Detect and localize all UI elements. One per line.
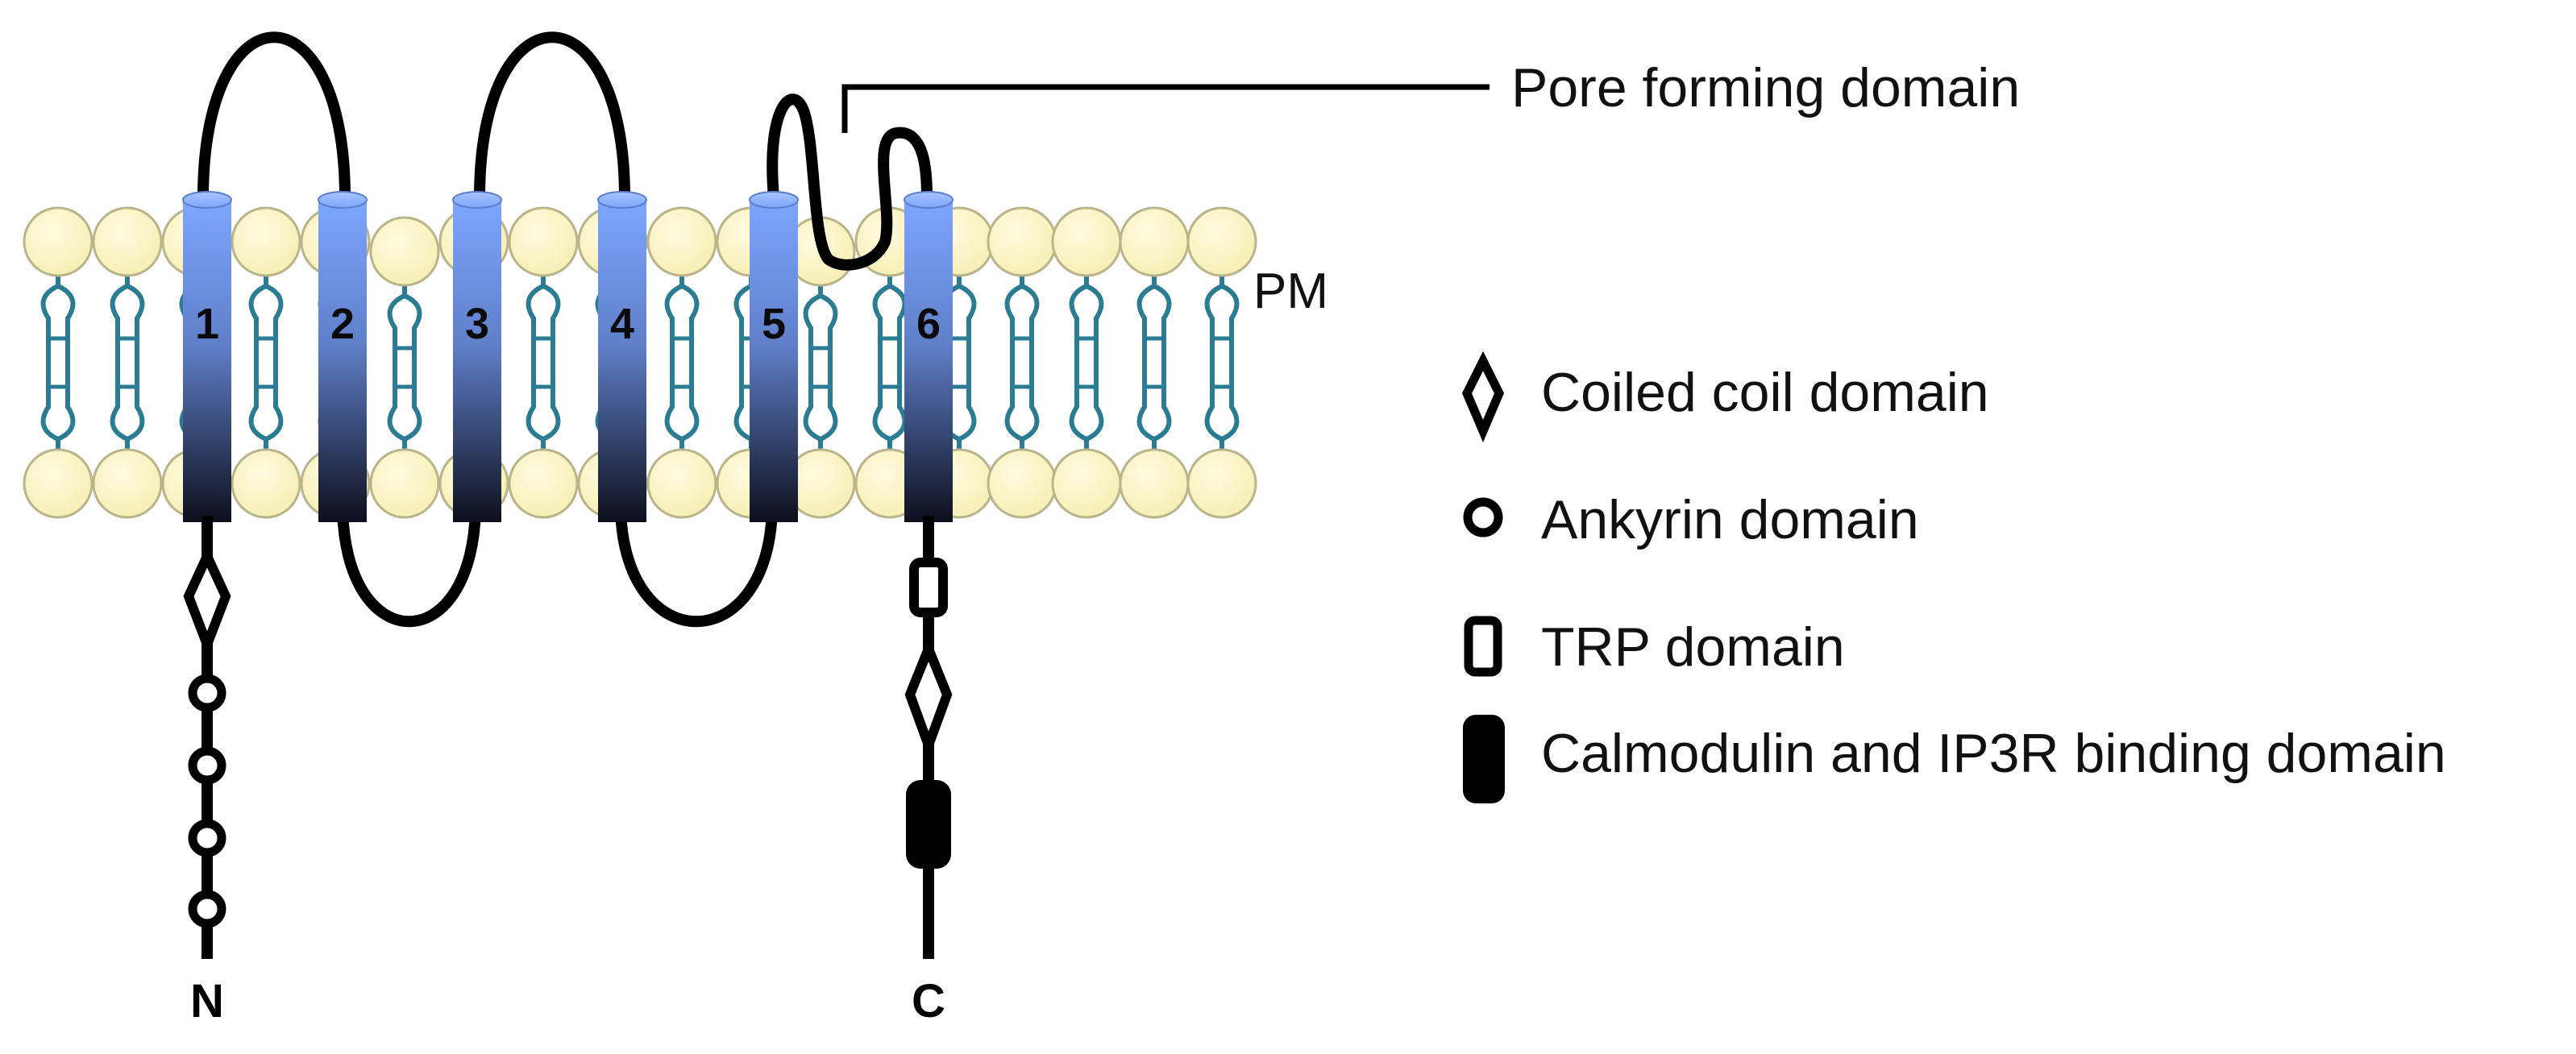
lipid-head bbox=[987, 448, 1057, 519]
pm-label: PM bbox=[1253, 264, 1328, 319]
helix-6: 6 bbox=[904, 191, 954, 522]
c-terminus-label: C bbox=[912, 975, 945, 1027]
calmodulin-ip3r-icon bbox=[906, 780, 951, 869]
legend-label: Ankyrin domain bbox=[1541, 489, 1919, 550]
helix-4: 4 bbox=[597, 191, 647, 522]
helix-number: 5 bbox=[762, 300, 786, 348]
helix-1: 1 bbox=[182, 191, 232, 522]
legend-item-coiled-coil: Coiled coil domain bbox=[1461, 351, 1989, 443]
intracellular-loop-4-5 bbox=[615, 498, 778, 628]
helix-number: 6 bbox=[916, 300, 941, 348]
lipid-tail bbox=[248, 276, 284, 450]
legend-item-trp: TRP domain bbox=[1464, 616, 1845, 678]
lipid-tail bbox=[526, 276, 561, 450]
ankyrin-repeats bbox=[188, 674, 226, 928]
lipid-tail bbox=[872, 276, 908, 450]
legend-item-calmodulin: Calmodulin and IP3R binding domain bbox=[1463, 715, 2446, 803]
legend: Coiled coil domain Ankyrin domain TRP do… bbox=[1461, 351, 2446, 803]
intracellular-loop-2-3 bbox=[337, 498, 481, 628]
pore-pointer-line bbox=[841, 84, 1490, 133]
trp-domain-icon bbox=[909, 558, 948, 617]
lipid-tail bbox=[803, 285, 838, 450]
legend-label: Coiled coil domain bbox=[1541, 362, 1989, 423]
lipid-head bbox=[1119, 448, 1190, 519]
helix-5: 5 bbox=[749, 191, 799, 522]
helix-3: 3 bbox=[452, 191, 502, 522]
ankyrin-icon bbox=[188, 746, 226, 785]
lipid-head bbox=[646, 206, 717, 277]
lipid-head bbox=[92, 448, 163, 519]
lipid-head bbox=[987, 206, 1057, 277]
lipid-head bbox=[508, 448, 579, 519]
lipid-head bbox=[1051, 448, 1122, 519]
protein-loops bbox=[197, 31, 933, 628]
legend-label: Calmodulin and IP3R binding domain bbox=[1541, 723, 2446, 784]
lipid-head bbox=[1186, 448, 1257, 519]
lipid-head bbox=[23, 448, 93, 519]
coiled-coil-icon bbox=[183, 544, 231, 658]
c-terminal-tail: C bbox=[904, 516, 953, 1027]
lipid-head bbox=[369, 448, 440, 519]
ankyrin-icon bbox=[1463, 497, 1503, 537]
transmembrane-helices: 1 2 3 4 5 6 bbox=[182, 191, 954, 522]
lipid-head bbox=[646, 448, 717, 519]
lipid-head bbox=[1119, 206, 1190, 277]
n-terminal-tail: N bbox=[183, 516, 231, 1027]
lipid-tail bbox=[664, 276, 700, 450]
lipid-head bbox=[23, 206, 93, 277]
lipid-tail bbox=[1069, 276, 1104, 450]
ankyrin-icon bbox=[188, 674, 226, 712]
coiled-coil-icon bbox=[904, 635, 953, 760]
pore-forming-domain-label: Pore forming domain bbox=[1511, 57, 2020, 118]
extracellular-loop-1-2 bbox=[197, 31, 351, 203]
lipid-tail bbox=[387, 285, 422, 450]
helix-number: 3 bbox=[465, 300, 489, 348]
lipid-head bbox=[92, 206, 163, 277]
extracellular-loop-3-4 bbox=[474, 31, 630, 203]
lipid-head bbox=[1051, 206, 1122, 277]
lipid-head bbox=[508, 206, 579, 277]
lipid-tail bbox=[40, 276, 76, 450]
lipid-tail bbox=[110, 276, 145, 450]
n-terminus-label: N bbox=[190, 975, 224, 1027]
helix-number: 1 bbox=[195, 300, 219, 348]
lipid-tail bbox=[1204, 276, 1240, 450]
legend-item-ankyrin: Ankyrin domain bbox=[1463, 489, 1919, 550]
pore-loop bbox=[767, 93, 933, 271]
helix-number: 4 bbox=[610, 300, 634, 348]
lipid-head bbox=[369, 216, 440, 287]
pore-annotation: Pore forming domain bbox=[841, 57, 2020, 133]
helix-2: 2 bbox=[318, 191, 368, 522]
calmodulin-ip3r-icon bbox=[1463, 715, 1505, 803]
trp-domain-icon bbox=[1464, 616, 1502, 677]
ankyrin-icon bbox=[188, 819, 226, 857]
lipid-tail bbox=[1136, 276, 1172, 450]
lipid-head bbox=[231, 448, 301, 519]
coiled-coil-icon bbox=[1461, 351, 1505, 443]
lipid-head bbox=[231, 206, 301, 277]
lipid-head bbox=[1186, 206, 1257, 277]
legend-label: TRP domain bbox=[1541, 616, 1845, 678]
ankyrin-icon bbox=[188, 890, 226, 928]
lipid-tail bbox=[1004, 276, 1040, 450]
helix-number: 2 bbox=[330, 300, 355, 348]
